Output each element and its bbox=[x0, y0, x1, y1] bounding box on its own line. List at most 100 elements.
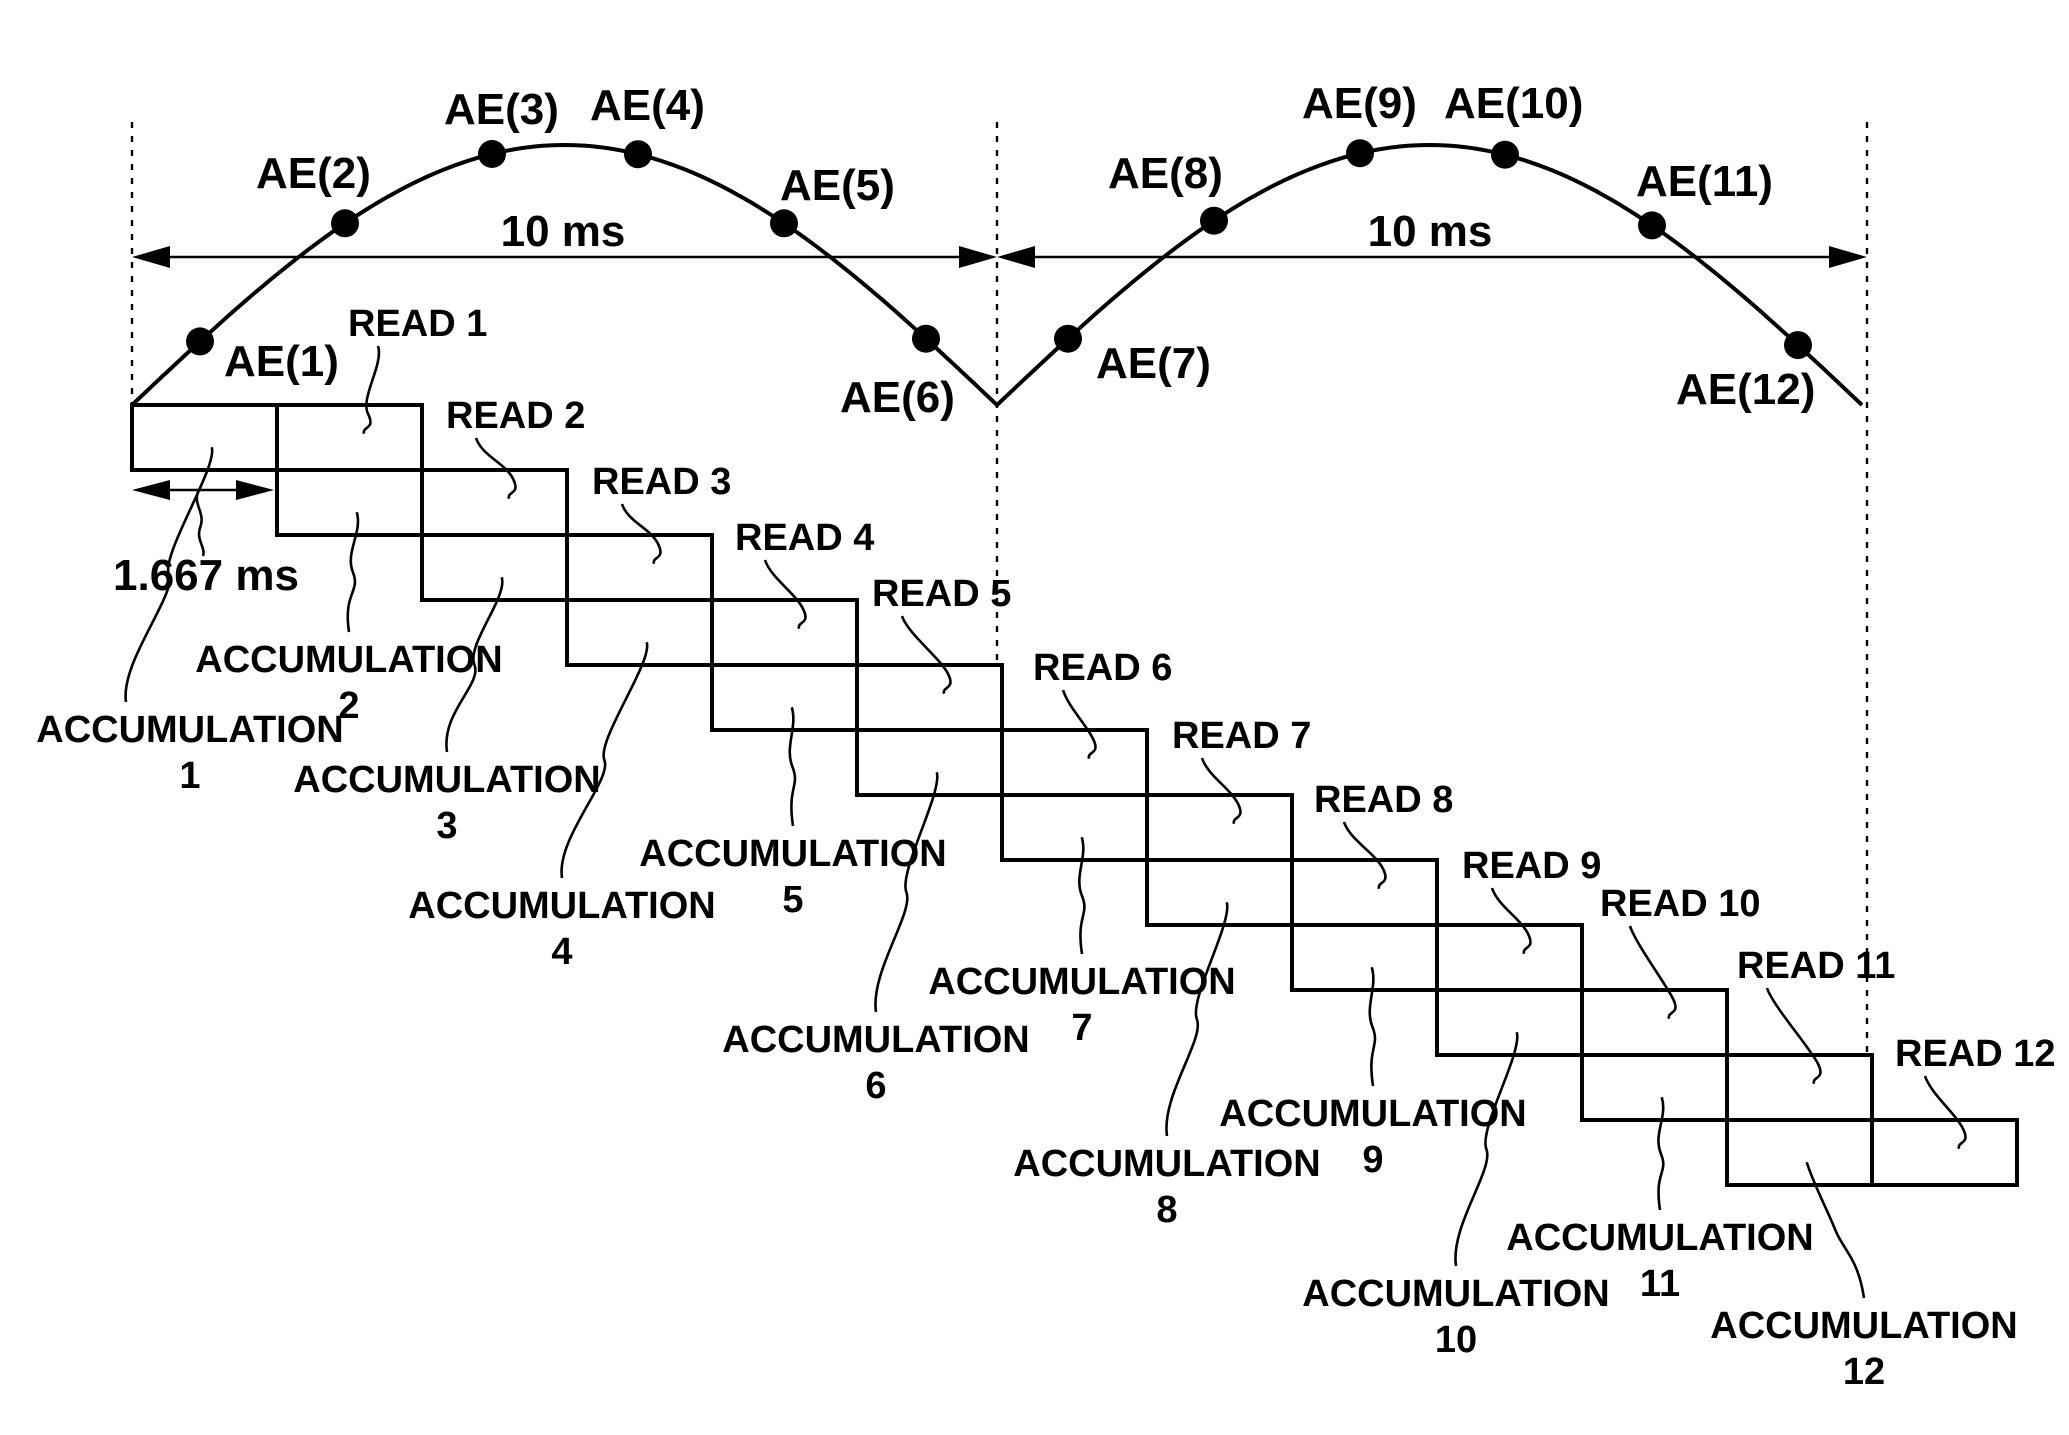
ae-point-3 bbox=[478, 140, 506, 168]
ae-label-10: AE(10) bbox=[1444, 79, 1583, 128]
ae-point-6 bbox=[912, 325, 940, 353]
read-box-1 bbox=[277, 405, 422, 470]
accumulation-box-12 bbox=[1727, 1120, 1872, 1185]
accumulation-box-3 bbox=[422, 535, 567, 600]
ae-point-9 bbox=[1346, 139, 1374, 167]
accumulation-leader-9 bbox=[1370, 967, 1375, 1086]
read-label-5: READ 5 bbox=[872, 573, 1011, 615]
read-box-9 bbox=[1437, 925, 1582, 990]
read-box-3 bbox=[567, 535, 712, 600]
frame-labels: READ 1READ 2READ 3READ 4READ 5READ 6READ… bbox=[36, 303, 2055, 1393]
accumulation-label-6: ACCUMULATION bbox=[722, 1019, 1029, 1061]
read-box-6 bbox=[1002, 730, 1147, 795]
read-leader-6 bbox=[1063, 690, 1095, 759]
accumulation-label-9: ACCUMULATION bbox=[1219, 1093, 1526, 1135]
read-box-2 bbox=[422, 470, 567, 535]
read-label-3: READ 3 bbox=[592, 461, 731, 503]
accumulation-number-11: 11 bbox=[1640, 1263, 1680, 1305]
ae-point-11 bbox=[1638, 211, 1666, 239]
ae-label-5: AE(5) bbox=[780, 161, 895, 210]
ae-label-7: AE(7) bbox=[1096, 339, 1211, 388]
read-label-10: READ 10 bbox=[1600, 883, 1761, 925]
accumulation-box-5 bbox=[712, 665, 857, 730]
ae-label-9: AE(9) bbox=[1302, 79, 1417, 128]
accumulation-box-7 bbox=[1002, 795, 1147, 860]
accumulation-number-2: 2 bbox=[338, 685, 359, 727]
ae-label-4: AE(4) bbox=[590, 81, 705, 130]
ae-point-4 bbox=[624, 140, 652, 168]
read-label-12: READ 12 bbox=[1895, 1033, 2056, 1075]
ae-point-1 bbox=[186, 327, 214, 355]
read-box-10 bbox=[1582, 990, 1727, 1055]
read-leader-5 bbox=[902, 616, 950, 694]
read-box-4 bbox=[712, 600, 857, 665]
read-label-4: READ 4 bbox=[735, 517, 874, 559]
read-label-1: READ 1 bbox=[348, 303, 487, 345]
read-box-11 bbox=[1727, 1055, 1872, 1120]
ae-label-11: AE(11) bbox=[1636, 157, 1773, 206]
read-label-8: READ 8 bbox=[1314, 779, 1453, 821]
ae-label-12: AE(12) bbox=[1676, 365, 1815, 414]
read-leader-9 bbox=[1492, 888, 1530, 954]
read-label-9: READ 9 bbox=[1462, 845, 1601, 887]
accumulation-label-10: ACCUMULATION bbox=[1302, 1273, 1609, 1315]
ae-label-8: AE(8) bbox=[1108, 149, 1223, 198]
read-leader-12 bbox=[1925, 1076, 1965, 1149]
ae-label-2: AE(2) bbox=[256, 149, 371, 198]
accumulation-label-5: ACCUMULATION bbox=[639, 833, 946, 875]
ae-point-10 bbox=[1491, 141, 1519, 169]
accumulation-number-9: 9 bbox=[1362, 1139, 1383, 1181]
read-leader-10 bbox=[1630, 926, 1675, 1019]
accumulation-leader-7 bbox=[1079, 837, 1084, 954]
read-label-6: READ 6 bbox=[1033, 647, 1172, 689]
period-label-2: 10 ms bbox=[1368, 207, 1493, 256]
accumulation-label-12: ACCUMULATION bbox=[1710, 1305, 2017, 1347]
accumulation-box-4 bbox=[567, 600, 712, 665]
accumulation-label-3: ACCUMULATION bbox=[293, 759, 600, 801]
ae-label-1: AE(1) bbox=[224, 337, 339, 386]
accumulation-box-9 bbox=[1292, 925, 1437, 990]
accumulation-label-7: ACCUMULATION bbox=[928, 961, 1235, 1003]
ae-label-3: AE(3) bbox=[444, 85, 559, 134]
read-label-2: READ 2 bbox=[446, 395, 585, 437]
read-label-7: READ 7 bbox=[1172, 715, 1311, 757]
interval-arrow bbox=[132, 480, 274, 556]
accumulation-box-8 bbox=[1147, 860, 1292, 925]
accumulation-number-6: 6 bbox=[865, 1065, 886, 1107]
period-label-1: 10 ms bbox=[501, 207, 626, 256]
accumulation-number-7: 7 bbox=[1071, 1007, 1092, 1049]
read-box-8 bbox=[1292, 860, 1437, 925]
accumulation-label-1: ACCUMULATION bbox=[36, 709, 343, 751]
accumulation-number-1: 1 bbox=[179, 755, 200, 797]
read-box-12 bbox=[1872, 1120, 2017, 1185]
accumulation-box-6 bbox=[857, 730, 1002, 795]
accumulation-leader-11 bbox=[1658, 1097, 1663, 1210]
accumulation-label-2: ACCUMULATION bbox=[195, 639, 502, 681]
accumulation-box-10 bbox=[1437, 990, 1582, 1055]
accumulation-box-1 bbox=[132, 405, 277, 470]
accumulation-label-4: ACCUMULATION bbox=[408, 885, 715, 927]
ae-point-8 bbox=[1200, 207, 1228, 235]
accumulation-number-3: 3 bbox=[436, 805, 457, 847]
accumulation-box-11 bbox=[1582, 1055, 1727, 1120]
accumulation-number-12: 12 bbox=[1843, 1351, 1885, 1393]
ae-point-5 bbox=[770, 209, 798, 237]
ae-point-7 bbox=[1054, 325, 1082, 353]
accumulation-leader-5 bbox=[790, 707, 795, 826]
accumulation-label-11: ACCUMULATION bbox=[1506, 1217, 1813, 1259]
accumulation-leader-12 bbox=[1807, 1162, 1864, 1298]
ae-point-2 bbox=[331, 209, 359, 237]
read-leader-4 bbox=[765, 560, 805, 629]
read-leader-8 bbox=[1344, 822, 1385, 889]
ae-point-12 bbox=[1784, 331, 1812, 359]
read-leader-7 bbox=[1202, 758, 1240, 824]
read-label-11: READ 11 bbox=[1737, 945, 1895, 987]
accumulation-number-10: 10 bbox=[1435, 1319, 1477, 1361]
read-box-5 bbox=[857, 665, 1002, 730]
interval-label: 1.667 ms bbox=[113, 551, 299, 600]
read-leader-1 bbox=[364, 346, 379, 434]
accumulation-number-5: 5 bbox=[782, 879, 803, 921]
accumulation-leader-2 bbox=[348, 512, 358, 632]
